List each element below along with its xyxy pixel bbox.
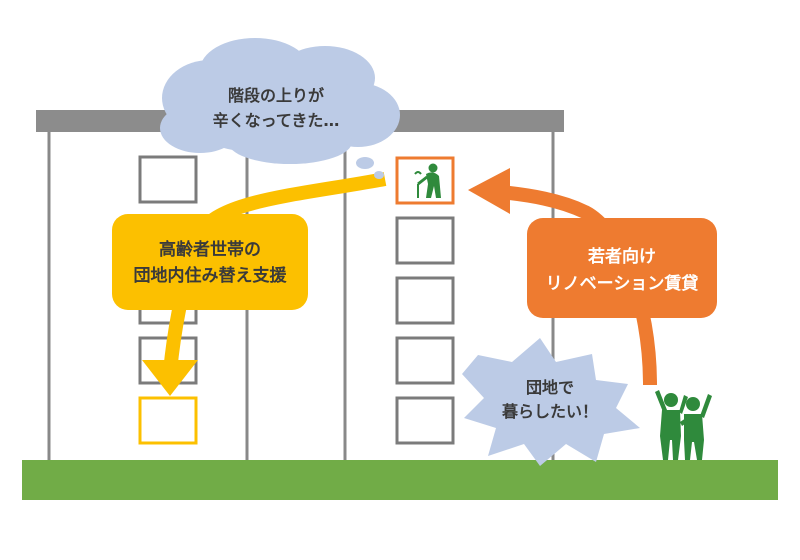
right-windows: [395, 216, 455, 445]
window: [395, 276, 455, 325]
relocation-support-line1: 高齢者世帯の: [159, 239, 261, 260]
thought-bubble-line2: 辛くなってきた…: [213, 111, 340, 130]
thought-bubble: [160, 38, 400, 179]
speech-burst-line1: 団地で: [526, 378, 574, 397]
elderly-window-highlighted: [395, 156, 455, 205]
ground: [22, 460, 778, 500]
window: [395, 216, 455, 265]
speech-burst: [462, 338, 640, 466]
youth-renovation-box: [527, 218, 717, 318]
window: [395, 336, 455, 385]
relocation-support-line2: 団地内住み替え支援: [134, 265, 288, 286]
relocation-arrow-head: [142, 360, 198, 396]
youth-renovation-line2: リノベーション賃貸: [546, 273, 699, 294]
window: [395, 396, 455, 445]
elderly-person-with-cane-icon: [414, 163, 441, 198]
renovation-arrow-head: [468, 168, 510, 214]
relocation-support-box: [112, 214, 308, 310]
target-window-highlighted: [138, 396, 198, 445]
thought-bubble-line1: 階段の上りが: [228, 86, 324, 105]
two-young-people-cheering-icon: [655, 390, 712, 460]
speech-burst-line2: 暮らしたい！: [501, 402, 598, 421]
window: [138, 155, 198, 204]
youth-renovation-line1: 若者向け: [587, 246, 656, 267]
